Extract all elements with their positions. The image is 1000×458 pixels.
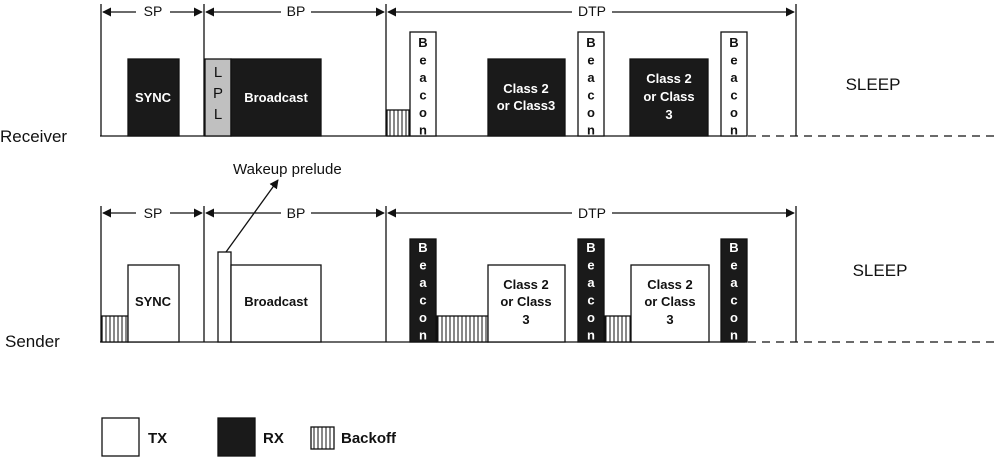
- sender-sleep-label: SLEEP: [853, 261, 908, 280]
- sender-bp-label: BP: [287, 205, 306, 221]
- receiver-beacon-2: [577, 31, 605, 137]
- sender-class-1-line-1: Class 2: [503, 277, 549, 292]
- sender-backoff-block-2: [436, 315, 489, 343]
- receiver-class-1-line-1: Class 2: [503, 81, 549, 96]
- receiver-row-label: Receiver: [0, 127, 67, 146]
- receiver-class-1-line-2: or Class3: [497, 98, 556, 113]
- sender-class-1-line-2: or Class: [500, 294, 551, 309]
- legend-backoff-label: Backoff: [341, 430, 397, 447]
- receiver-broadcast-block: [230, 58, 322, 137]
- receiver-sync-label: SYNC: [135, 90, 172, 105]
- receiver-backoff-block: [386, 109, 410, 137]
- receiver-broadcast-label: Broadcast: [244, 90, 308, 105]
- legend-tx-swatch: [101, 417, 140, 457]
- sender-sp-label: SP: [144, 205, 163, 221]
- sender-class-block-2: [630, 264, 710, 343]
- sender-broadcast-block: [230, 264, 322, 343]
- receiver-bp-label: BP: [287, 3, 306, 19]
- receiver-class-block-2: [629, 58, 709, 137]
- legend-backoff-swatch: [310, 426, 335, 450]
- receiver-sync-block: [127, 58, 180, 137]
- sender-broadcast-label: Broadcast: [244, 294, 308, 309]
- legend: TX RX Backoff: [101, 417, 397, 457]
- sender-wakeup-prelude-block: [217, 251, 232, 343]
- sender-beacon-2: [577, 238, 605, 343]
- sender-backoff-block-1: [101, 315, 129, 343]
- sender-class-1-line-3: 3: [522, 312, 529, 327]
- sender-beacon-1: [409, 238, 437, 343]
- sender-dtp-label: DTP: [578, 205, 606, 221]
- sender-sync-label: SYNC: [135, 294, 172, 309]
- receiver-sp-label: SP: [144, 3, 163, 19]
- sender-sync-block: [127, 264, 180, 343]
- legend-rx-swatch: [217, 417, 256, 457]
- legend-rx-label: RX: [263, 430, 284, 447]
- sender-row-label: Sender: [5, 332, 60, 351]
- receiver-beacon-1: [409, 31, 437, 137]
- receiver-class-block-1: [487, 58, 566, 137]
- wakeup-prelude-label: Wakeup prelude: [233, 161, 342, 178]
- sender-class-2-line-1: Class 2: [647, 277, 693, 292]
- receiver-class-2-line-3: 3: [665, 107, 672, 122]
- sender-backoff-block-3: [604, 315, 632, 343]
- sender-beacon-3: [720, 238, 748, 343]
- legend-tx-label: TX: [148, 430, 167, 447]
- receiver-beacon-3: [720, 31, 748, 137]
- receiver-dtp-label: DTP: [578, 3, 606, 19]
- receiver-sleep-label: SLEEP: [846, 75, 901, 94]
- sender-class-block-1: [487, 264, 566, 343]
- sender-class-2-line-3: 3: [666, 312, 673, 327]
- sender-class-2-line-2: or Class: [644, 294, 695, 309]
- receiver-class-2-line-2: or Class: [643, 89, 694, 104]
- receiver-class-2-line-1: Class 2: [646, 71, 692, 86]
